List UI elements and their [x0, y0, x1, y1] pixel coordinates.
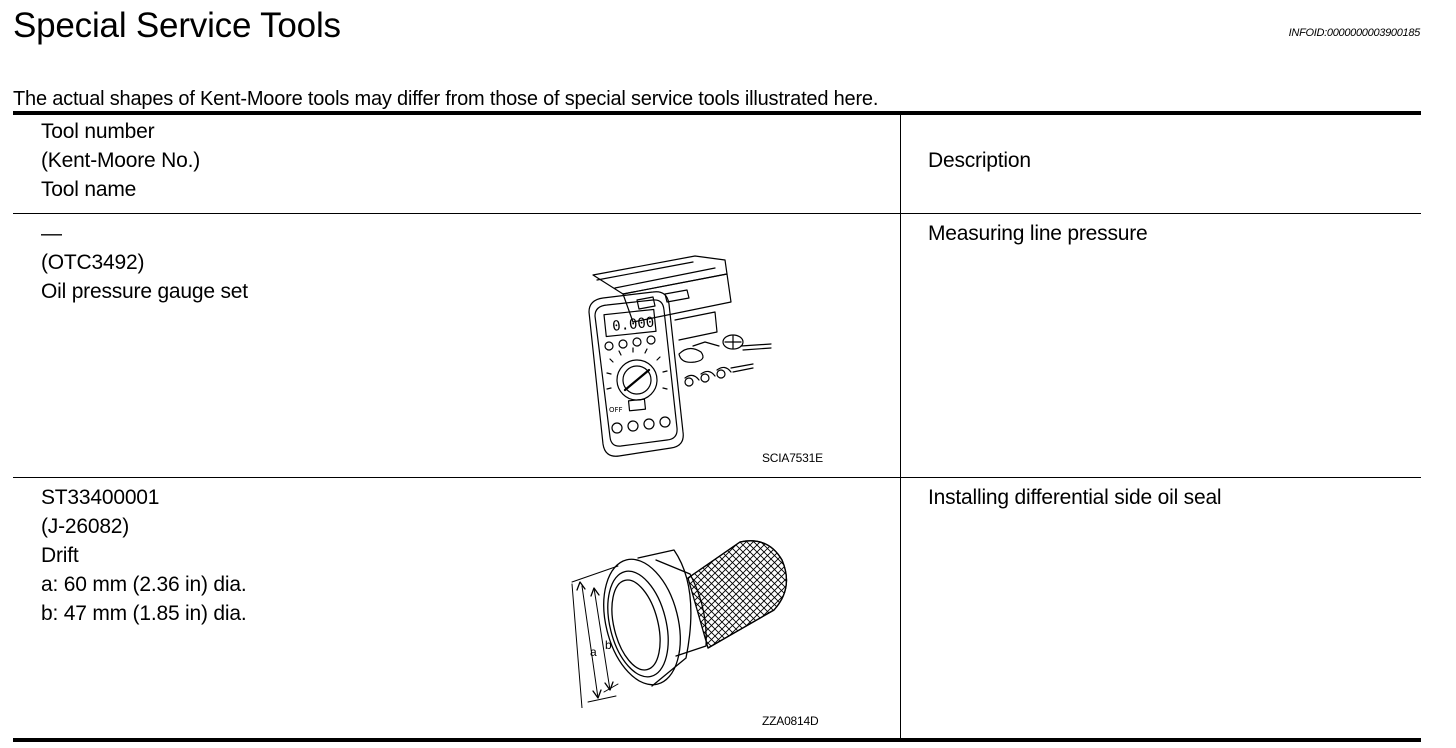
- table-top-rule: [13, 111, 1421, 115]
- row-2-description: Installing differential side oil seal: [928, 486, 1222, 509]
- header-tool-cell: Tool number (Kent-Moore No.) Tool name: [41, 117, 200, 204]
- table-bottom-rule: [13, 738, 1421, 742]
- row-1-kent-moore-no: (OTC3492): [41, 251, 145, 274]
- oil-pressure-gauge-set-illustration: 0.000 OFF: [588, 255, 772, 457]
- header-description: Description: [928, 149, 1031, 172]
- table-row-2-tool-cell: ST33400001 (J-26082) Drift a: 60 mm (2.3…: [41, 483, 247, 628]
- row-1-description: Measuring line pressure: [928, 222, 1148, 245]
- svg-text:0.000: 0.000: [611, 315, 655, 335]
- row-2-tool-number: ST33400001: [41, 486, 160, 509]
- drift-tool-illustration: [571, 540, 788, 708]
- row-divider-rule: [13, 477, 1421, 478]
- header-bottom-rule: [13, 213, 1421, 214]
- drift-label-a: a: [590, 645, 597, 659]
- row-2-kent-moore-no: (J-26082): [41, 515, 130, 538]
- tools-note: The actual shapes of Kent-Moore tools ma…: [13, 88, 879, 110]
- row-2-figure-code: ZZA0814D: [762, 714, 819, 728]
- table-row-1-tool-cell: — (OTC3492) Oil pressure gauge set: [41, 219, 248, 306]
- row-2-dimension-b: b: 47 mm (1.85 in) dia.: [41, 602, 247, 625]
- column-divider: [900, 114, 901, 741]
- row-1-tool-name: Oil pressure gauge set: [41, 280, 248, 303]
- svg-text:OFF: OFF: [609, 406, 623, 414]
- drift-label-b: b: [605, 638, 612, 652]
- row-2-tool-name: Drift: [41, 544, 79, 567]
- info-id: INFOID:0000000003900185: [1288, 27, 1421, 39]
- row-1-figure-code: SCIA7531E: [762, 451, 823, 465]
- row-1-tool-number: —: [41, 222, 62, 245]
- header-kent-moore-no: (Kent-Moore No.): [41, 149, 201, 172]
- header-tool-name: Tool name: [41, 178, 137, 201]
- row-2-dimension-a: a: 60 mm (2.36 in) dia.: [41, 573, 247, 596]
- header-tool-number: Tool number: [41, 120, 155, 143]
- page-title: Special Service Tools: [13, 6, 341, 45]
